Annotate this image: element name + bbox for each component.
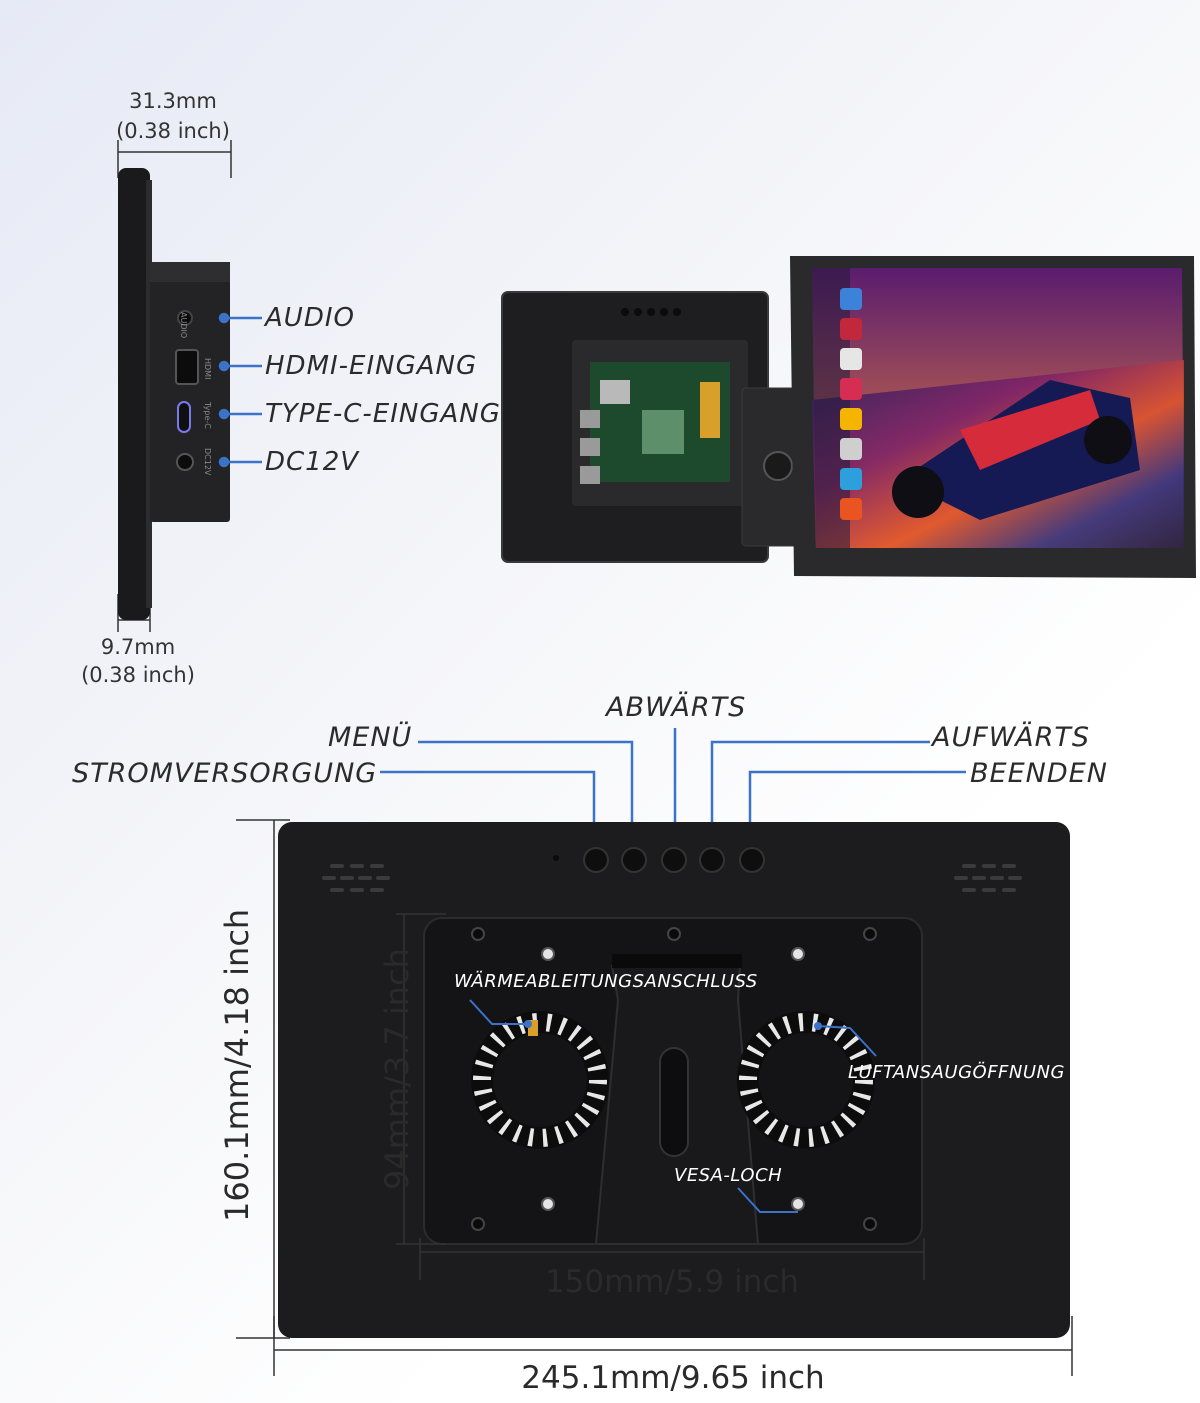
front-screen-image — [790, 256, 1196, 578]
label-air-intake: LUFTANSAUGÖFFNUNG — [848, 1062, 1065, 1083]
label-power: STROMVERSORGUNG — [72, 758, 378, 789]
rear-with-pi-image — [501, 291, 801, 563]
label-audio: AUDIO — [265, 303, 355, 333]
label-vesa: VESA-LOCH — [674, 1165, 783, 1186]
app-icon-3 — [840, 348, 862, 370]
port-hdmi-printed: HDMI — [203, 358, 212, 380]
back-dimension-lines — [236, 819, 1073, 1376]
total-height-dim: 160.1mm/4.18 inch — [218, 908, 256, 1222]
app-icon-5 — [840, 408, 862, 430]
inner-height-dim: 94mm/3.7 inch — [378, 948, 416, 1190]
depth-top-mm: 31.3mm — [129, 89, 217, 113]
port-dc-printed: DC12V — [203, 448, 212, 476]
port-typec-printed: Type-C — [203, 402, 212, 429]
fan-left — [471, 1011, 609, 1149]
port-audio-printed: AUDIO — [179, 312, 188, 339]
app-icon-7 — [840, 468, 862, 490]
back-view-device — [278, 822, 1070, 1338]
app-icon-8 — [840, 498, 862, 520]
depth-top-inch: (0.38 inch) — [116, 119, 230, 143]
inner-width-dim: 150mm/5.9 inch — [544, 1264, 800, 1300]
label-up: AUFWÄRTS — [932, 722, 1090, 753]
label-typec: TYPE-C-EINGANG — [265, 399, 501, 429]
app-icon-1 — [840, 288, 862, 310]
label-down: ABWÄRTS — [606, 692, 747, 723]
app-icon-6 — [840, 438, 862, 460]
depth-bottom-mm: 9.7mm — [100, 635, 176, 659]
total-width-dim: 245.1mm/9.65 inch — [521, 1360, 825, 1396]
fan-right — [737, 1011, 875, 1149]
label-menu: MENÜ — [328, 722, 413, 753]
app-icon-4 — [840, 378, 862, 400]
side-view-device — [118, 168, 262, 620]
label-dc12v: DC12V — [265, 447, 360, 477]
depth-bottom-inch: (0.38 inch) — [81, 663, 195, 687]
label-heat-port: WÄRMEABLEITUNGSANSCHLUSS — [454, 971, 758, 992]
button-leader-lines — [380, 728, 966, 834]
app-icon-2 — [840, 318, 862, 340]
label-hdmi: HDMI-EINGANG — [265, 351, 478, 381]
label-exit: BEENDEN — [970, 758, 1108, 789]
